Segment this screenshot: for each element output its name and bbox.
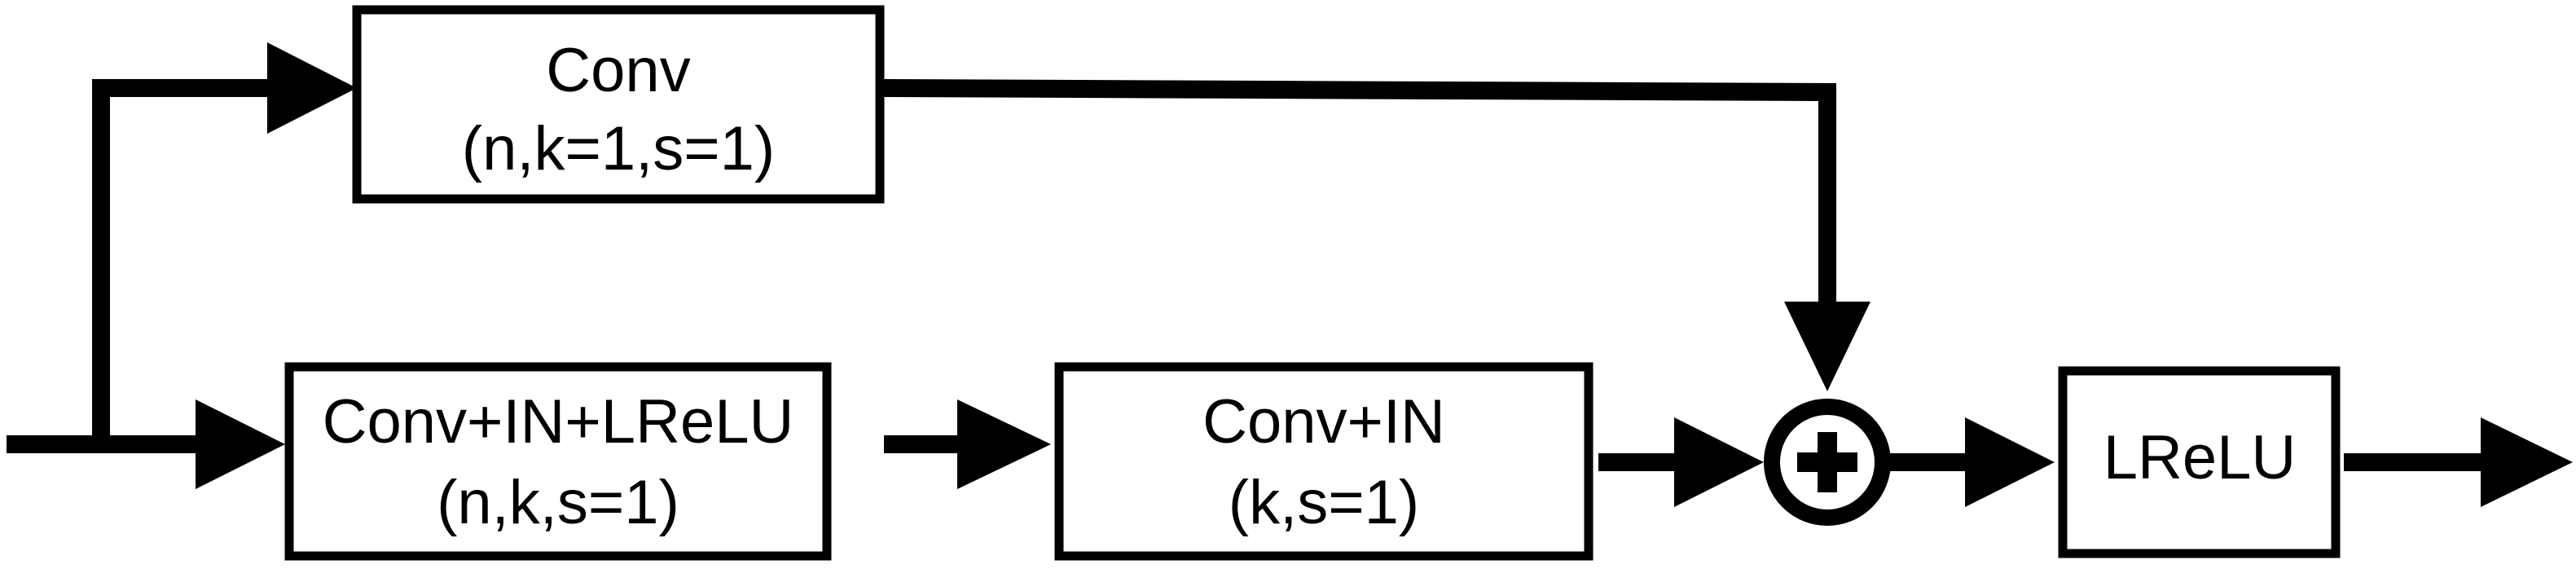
arrowhead-into-adder-left <box>1674 417 1764 507</box>
block-conv-in-lrelu: Conv+IN+LReLU (n,k,s=1) <box>284 362 832 561</box>
arrowhead-into-conv-skip <box>267 42 357 134</box>
arrowhead-output <box>2481 417 2573 507</box>
edge-conv-in-to-adder <box>1598 417 1764 507</box>
block-conv-in-lrelu-params: (n,k,s=1) <box>437 468 679 537</box>
block-conv-in-lrelu-title: Conv+IN+LReLU <box>323 387 794 457</box>
block-lrelu-title: LReLU <box>2103 423 2297 492</box>
block-conv-skip: Conv (n,k=1,s=1) <box>352 5 885 204</box>
skip-branch-edge <box>92 42 357 444</box>
skip-to-adder-edge <box>883 79 1870 391</box>
plus-icon <box>1797 432 1857 492</box>
arrowhead-into-adder <box>1784 302 1870 391</box>
block-lrelu: LReLU <box>2058 366 2341 558</box>
block-conv-in-title: Conv+IN <box>1202 387 1445 457</box>
input-edge <box>7 399 285 489</box>
block-conv-skip-title: Conv <box>546 36 690 105</box>
arrowhead-into-lrelu <box>1965 417 2055 507</box>
arrowhead-into-conv-in <box>957 399 1051 489</box>
arrowhead-into-conv-in-lrelu <box>196 399 285 489</box>
output-edge <box>2344 417 2573 507</box>
block-conv-in: Conv+IN (k,s=1) <box>1054 362 1594 561</box>
edge-adder-to-lrelu <box>1890 417 2055 507</box>
block-conv-in-params: (k,s=1) <box>1229 468 1419 537</box>
adder-node: + <box>1764 399 1891 526</box>
block-conv-skip-params: (n,k=1,s=1) <box>462 114 775 183</box>
edge-conv-in-lrelu-to-conv-in <box>884 399 1051 489</box>
